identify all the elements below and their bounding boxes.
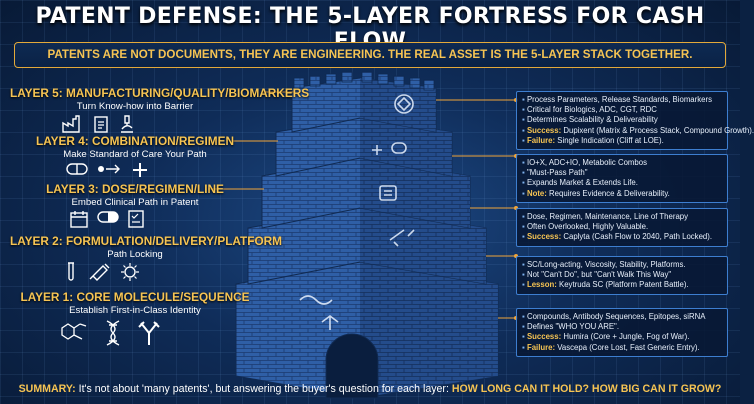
layer-2-point: SC/Long-acting, Viscosity, Stability, Pl…: [522, 260, 722, 270]
summary-text: It's not about 'many patents', but answe…: [75, 383, 452, 395]
layer-2-icons: [64, 262, 140, 284]
success-text: Dupixent (Matrix & Process Stack, Compou…: [563, 125, 754, 135]
layer-5-icons: [62, 115, 136, 133]
nanoparticle-icon: [121, 263, 139, 281]
layer-1-icons: [60, 320, 160, 346]
calendar-icon: [70, 211, 88, 228]
layer-5-label: LAYER 5: MANUFACTURING/QUALITY/BIOMARKER…: [10, 86, 310, 112]
tier-2: [247, 207, 487, 285]
dna-icon: [106, 320, 120, 346]
detail-connectors: [436, 99, 516, 319]
molecule-icon: [61, 323, 87, 340]
success-label: Success:: [526, 232, 562, 242]
page-title: PATENT DEFENSE: THE 5-LAYER FORTRESS FOR…: [35, 4, 705, 54]
tier-5: [291, 71, 437, 133]
layer-4-subtitle: Make Standard of Care Your Path: [63, 149, 207, 160]
success-label: Success:: [526, 332, 562, 342]
combination-arrow-icon: [98, 164, 120, 174]
layer-2-subtitle: Path Locking: [107, 249, 163, 260]
failure-label: Failure:: [526, 135, 556, 145]
label-connectors: [208, 91, 294, 298]
layer-3-subtitle: Embed Clinical Path in Patent: [71, 197, 199, 208]
layer-1-point: Compounds, Antibody Sequences, Epitopes,…: [522, 312, 722, 322]
antibody-icon: [138, 321, 160, 345]
microscope-icon: [121, 115, 133, 133]
layer-3-point: Often Overlooked, Highly Valuable.: [522, 222, 722, 232]
summary-lead: SUMMARY:: [18, 383, 76, 395]
success-text: Caplyta (Cash Flow to 2040, Path Locked)…: [563, 232, 713, 242]
layer-4-details: IO+X, ADC+IO, Metabolic Combos "Must-Pas…: [516, 154, 728, 203]
failure-text: Vascepa (Core Lost, Fast Generic Entry).: [557, 342, 700, 352]
syringe-icon: [89, 263, 110, 281]
checklist-icon: [128, 210, 144, 228]
layer-1-label: LAYER 1: CORE MOLECULE/SEQUENCE Establis…: [10, 290, 260, 316]
layer-5-point: Critical for Biologics, ADC, CGT, RDC: [522, 105, 722, 115]
layer-1-subtitle: Establish First-in-Class Identity: [69, 305, 201, 316]
lesson-text: Keytruda SC (Platform Patent Battle).: [559, 280, 689, 290]
layer-3-label: LAYER 3: DOSE/REGIMEN/LINE Embed Clinica…: [10, 182, 260, 208]
layer-4-note: Note: Requires Evidence & Deliverability…: [522, 189, 722, 199]
capsule-icon: [97, 211, 119, 223]
layer-4-icons: [66, 162, 148, 178]
layer-5-point: Determines Scalability & Deliverability: [522, 115, 722, 125]
layer-2-details: SC/Long-acting, Viscosity, Stability, Pl…: [516, 256, 728, 295]
failure-label: Failure:: [526, 342, 556, 352]
summary-line: SUMMARY: It's not about 'many patents', …: [0, 383, 740, 395]
layer-4-point: IO+X, ADC+IO, Metabolic Combos: [522, 158, 722, 168]
layer-3-details: Dose, Regimen, Maintenance, Line of Ther…: [516, 208, 728, 247]
layer-5-failure: Failure: Single Indication (Cliff at LOE…: [522, 136, 722, 146]
layer-5-subtitle: Turn Know-how into Barrier: [76, 101, 194, 112]
note-text: Requires Evidence & Deliverability.: [549, 188, 670, 198]
layer-2-point: Not "Can't Do", but "Can't Walk This Way…: [522, 270, 722, 280]
layer-1-title: LAYER 1: CORE MOLECULE/SEQUENCE: [20, 290, 250, 304]
tier-1: [235, 261, 499, 399]
tower-emblems: [299, 94, 415, 330]
layer-3-icons: [70, 210, 144, 228]
layer-1-failure: Failure: Vascepa (Core Lost, Fast Generi…: [522, 343, 722, 353]
layer-5-details: Process Parameters, Release Standards, B…: [516, 91, 754, 151]
layer-4-title: LAYER 4: COMBINATION/REGIMEN: [36, 134, 234, 148]
lesson-label: Lesson:: [526, 280, 557, 290]
thesis-banner: PATENTS ARE NOT DOCUMENTS, THEY ARE ENGI…: [14, 42, 726, 68]
layer-2-title: LAYER 2: FORMULATION/DELIVERY/PLATFORM: [10, 234, 282, 248]
layer-3-title: LAYER 3: DOSE/REGIMEN/LINE: [46, 182, 224, 196]
note-label: Note:: [526, 188, 547, 198]
pill-icon: [66, 163, 88, 175]
success-label: Success:: [526, 125, 562, 135]
layer-1-success: Success: Humira (Core + Jungle, Fog of W…: [522, 332, 722, 342]
vial-icon: [68, 262, 74, 281]
clipboard-icon: [94, 116, 108, 133]
plus-icon: [133, 163, 147, 177]
layer-3-point: Dose, Regimen, Maintenance, Line of Ther…: [522, 212, 722, 222]
layer-4-point: Expands Market & Extends Life.: [522, 178, 722, 188]
layer-5-success: Success: Dupixent (Matrix & Process Stac…: [522, 125, 754, 136]
summary-question: HOW LONG CAN IT HOLD? HOW BIG CAN IT GRO…: [451, 383, 722, 395]
layer-5-point: Process Parameters, Release Standards, B…: [522, 95, 722, 105]
layer-3-success: Success: Caplyta (Cash Flow to 2040, Pat…: [522, 232, 722, 242]
layer-2-label: LAYER 2: FORMULATION/DELIVERY/PLATFORM P…: [10, 234, 282, 260]
factory-icon: [62, 115, 80, 133]
success-text: Humira (Core + Jungle, Fog of War).: [563, 332, 690, 342]
layer-1-details: Compounds, Antibody Sequences, Epitopes,…: [516, 308, 728, 357]
layer-2-lesson: Lesson: Keytruda SC (Platform Patent Bat…: [522, 280, 722, 290]
failure-text: Single Indication (Cliff at LOE).: [557, 135, 664, 145]
layer-5-title: LAYER 5: MANUFACTURING/QUALITY/BIOMARKER…: [10, 86, 310, 100]
layer-1-point: Defines "WHO YOU ARE".: [522, 322, 722, 332]
tier-3: [261, 157, 471, 229]
layer-4-label: LAYER 4: COMBINATION/REGIMEN Make Standa…: [10, 134, 260, 160]
layer-4-point: "Must-Pass Path": [522, 168, 722, 178]
